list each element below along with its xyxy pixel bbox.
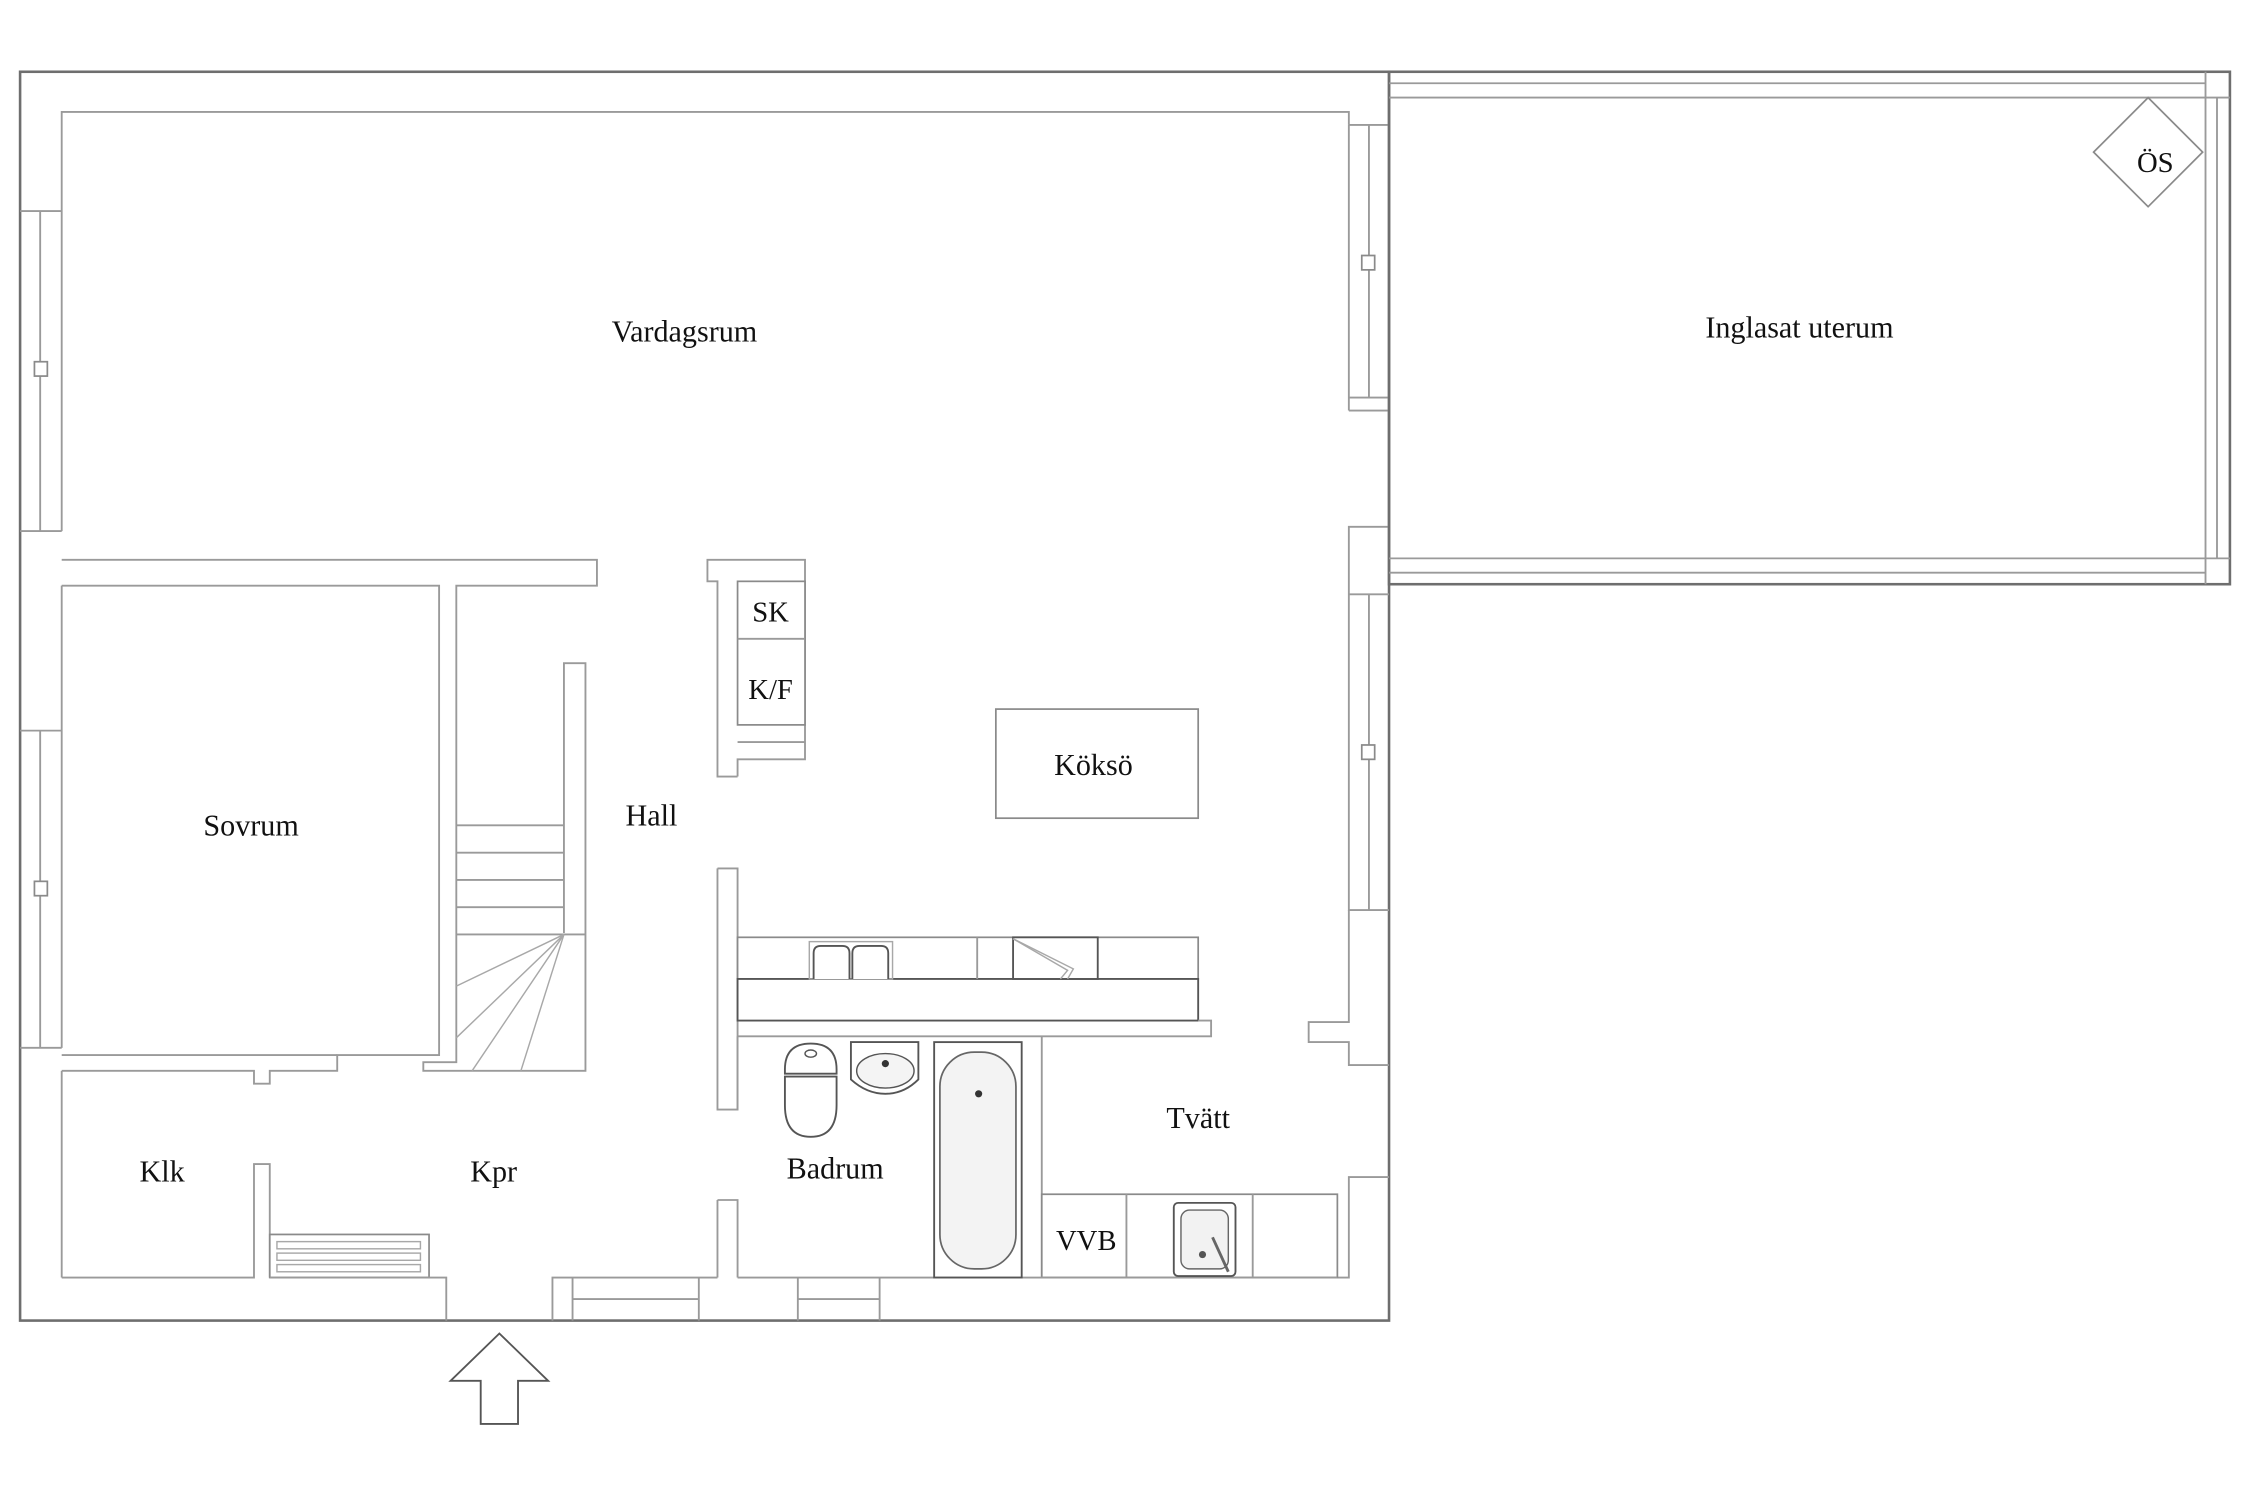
interior-walls xyxy=(61,558,1339,1321)
room-label-hall: Hall xyxy=(626,798,678,832)
bathtub-icon xyxy=(933,1041,1023,1279)
washbasin-icon xyxy=(849,1041,920,1095)
fixture-label-sk: SK xyxy=(752,597,789,629)
room-label-klk: Klk xyxy=(140,1154,186,1188)
utility-sink-icon xyxy=(1172,1201,1237,1278)
room-label-tvatt: Tvätt xyxy=(1166,1101,1230,1135)
kitchen-island xyxy=(994,708,1200,820)
sunroom-walls xyxy=(1387,70,2232,586)
room-label-sovrum: Sovrum xyxy=(203,808,298,842)
east-wall xyxy=(1307,123,1390,1279)
room-label-vardagsrum: Vardagsrum xyxy=(612,315,758,349)
room-label-kpr: Kpr xyxy=(470,1154,517,1188)
room-label-inglasat-uterum: Inglasat uterum xyxy=(1705,310,1893,344)
fixture-label-vvb: VVB xyxy=(1056,1225,1117,1257)
outer-walls xyxy=(18,70,1391,1322)
entrance-arrow-icon xyxy=(448,1332,551,1425)
room-label-koksö: Köksö xyxy=(1054,748,1133,782)
fixture-label-kf: K/F xyxy=(748,674,793,706)
fixture-label-os: ÖS xyxy=(2137,147,2174,179)
os-diamond xyxy=(2092,96,2204,208)
room-label-badrum: Badrum xyxy=(787,1151,884,1185)
toilet-icon xyxy=(783,1042,838,1138)
